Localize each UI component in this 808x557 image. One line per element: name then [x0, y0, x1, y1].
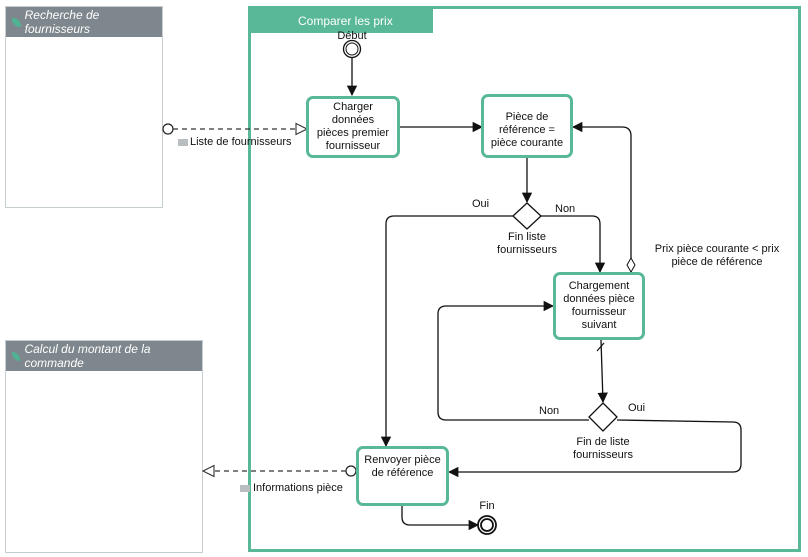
condition-label: Prix pièce courante < prix pièce de réfé…	[654, 243, 780, 268]
flow-condition-to-reference	[571, 121, 632, 272]
message-label: Informations pièce	[253, 482, 343, 494]
end-event-inner	[480, 518, 494, 532]
pool-compare-prices: Comparer les prix	[248, 6, 801, 552]
flow-label-oui: Oui	[628, 402, 646, 414]
task-reference-piece[interactable]: Pièce de référence = pièce courante	[481, 94, 573, 158]
gateway-label: Fin de liste fournisseurs	[573, 436, 633, 461]
end-event-label: Fin	[479, 500, 495, 512]
envelope-icon	[240, 485, 250, 492]
pool-tab: Comparer les prix	[251, 9, 433, 33]
flow-label-non: Non	[539, 405, 560, 417]
flow-oui-to-return	[380, 215, 513, 448]
message-start-circle	[162, 123, 174, 135]
pool-header: Calcul du montant de la commande	[6, 341, 202, 371]
leaf-icon	[12, 17, 21, 27]
pool-title: Recherche de fournisseurs	[24, 8, 100, 36]
conditional-diamond	[626, 256, 636, 274]
start-event-inner	[345, 42, 359, 56]
task-load-first-supplier[interactable]: Charger données pièces premier fournisse…	[306, 96, 400, 158]
start-event-label: Début	[337, 30, 367, 42]
pool-order-amount: Calcul du montant de la commande	[5, 340, 203, 553]
flow-non-to-load-next	[541, 215, 606, 274]
gateway-label: Fin liste fournisseurs	[497, 231, 557, 256]
pool-supplier-search: Recherche de fournisseurs	[5, 6, 163, 208]
envelope-icon	[178, 139, 188, 146]
flow-non-loop-back	[437, 300, 589, 421]
pool-title: Calcul du montant de la commande	[24, 342, 151, 370]
leaf-icon	[12, 351, 21, 361]
gateway-end-list-1	[512, 202, 542, 230]
task-load-next-supplier[interactable]: Chargement données pièce fournisseur sui…	[553, 272, 645, 340]
flow-label-oui: Oui	[472, 198, 490, 210]
message-start-circle	[345, 465, 357, 477]
task-return-reference[interactable]: Renvoyer pièce de référence	[356, 446, 449, 506]
flow-return-to-end	[401, 506, 480, 531]
default-flow-slash	[596, 342, 605, 352]
flow-label-non: Non	[555, 203, 576, 215]
pool-header: Recherche de fournisseurs	[6, 7, 162, 37]
flow-oui-to-return	[447, 419, 742, 478]
message-label: Liste de fournisseurs	[190, 136, 292, 148]
gateway-end-list-2	[588, 402, 618, 432]
flow-load-next-to-gateway	[597, 339, 608, 404]
